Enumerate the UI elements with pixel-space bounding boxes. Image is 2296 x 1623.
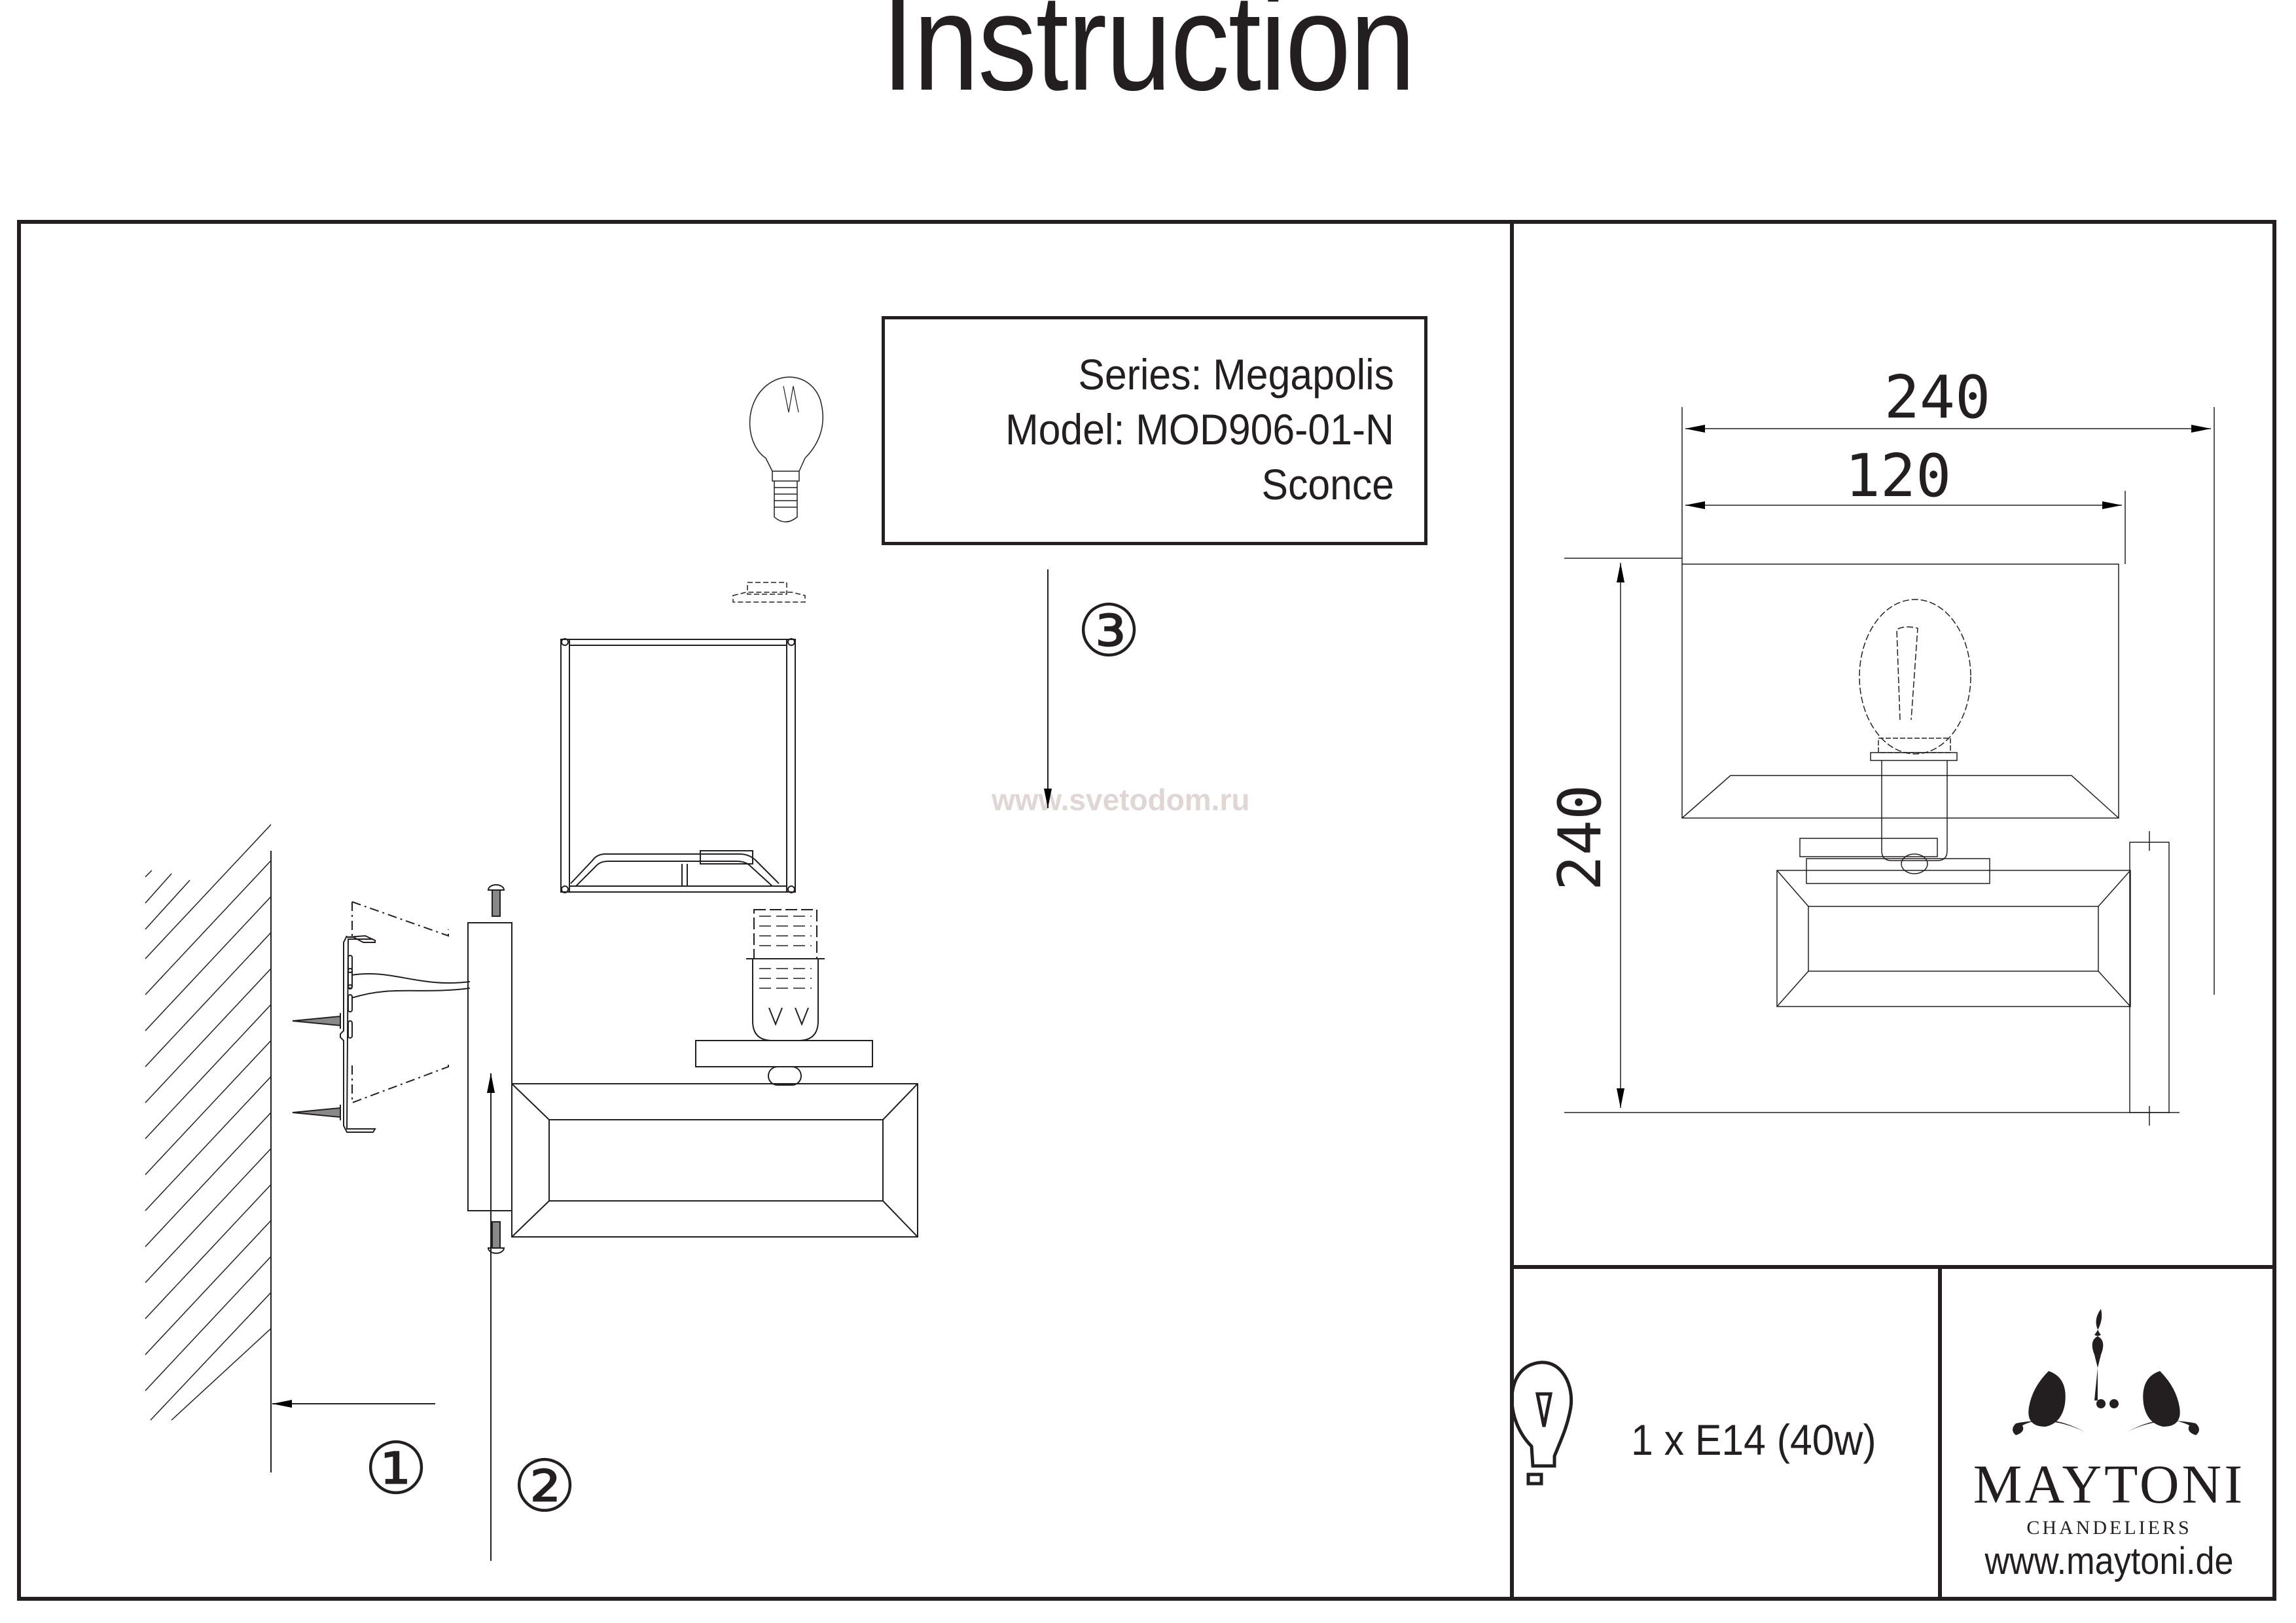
brand-subtitle: CHANDELIERS xyxy=(2026,1517,2192,1539)
wall-plate xyxy=(467,922,512,1211)
wire xyxy=(351,988,471,999)
mounting-bracket xyxy=(340,935,376,1133)
watermark: www.svetodom.ru xyxy=(992,783,1250,817)
sconce-arm xyxy=(511,1083,918,1238)
step-3-label: ③ xyxy=(1076,592,1141,671)
brand-url[interactable]: www.maytoni.de xyxy=(1984,1540,2234,1582)
drawing-frame xyxy=(17,220,2276,1601)
lamp-socket xyxy=(746,909,825,1041)
dim-overall-width: 240 xyxy=(1884,363,1991,432)
dim-overall-height: 240 xyxy=(1546,785,1615,891)
lamp-shade xyxy=(560,638,796,893)
light-bulb-illustration xyxy=(749,376,823,523)
brand-name: MAYTONI xyxy=(1973,1454,2246,1515)
model-label: Model: MOD906-01-N xyxy=(1005,405,1394,454)
frame-divider-horizontal xyxy=(1510,1265,2276,1269)
series-label: Series: Megapolis xyxy=(1078,350,1394,399)
dimension-labels: 240 120 240 xyxy=(1546,363,1990,891)
wall-screw-bottom xyxy=(292,1105,344,1120)
ornamental-chandelier-logo xyxy=(2013,1309,2199,1435)
dimension-lines xyxy=(1564,407,2215,1113)
wall-hatching xyxy=(145,824,272,1472)
lamp-spec-text: 1 x E14 (40w) xyxy=(1631,1416,1876,1464)
plate-screw-bottom xyxy=(487,1221,505,1254)
wall-screw-top xyxy=(292,1013,344,1029)
light-bulb-icon xyxy=(1510,1361,1573,1486)
front-view xyxy=(1681,563,2170,1126)
product-type-label: Sconce xyxy=(1261,460,1394,508)
shade-ring xyxy=(732,582,806,603)
wire xyxy=(351,972,471,984)
frame-divider-footer xyxy=(1938,1265,1942,1601)
frame-divider-vertical xyxy=(1510,220,1514,1601)
dim-shade-width: 120 xyxy=(1845,442,1952,510)
plate-screw-top xyxy=(487,884,505,917)
step-1-label: ① xyxy=(363,1429,429,1509)
product-info-box: Series: Megapolis Model: MOD906-01-N Sco… xyxy=(882,316,1427,545)
socket-plate xyxy=(695,1040,873,1067)
knuckle xyxy=(768,1066,802,1086)
step-2-label: ② xyxy=(512,1447,577,1527)
page-title: Instruction xyxy=(881,0,1416,119)
